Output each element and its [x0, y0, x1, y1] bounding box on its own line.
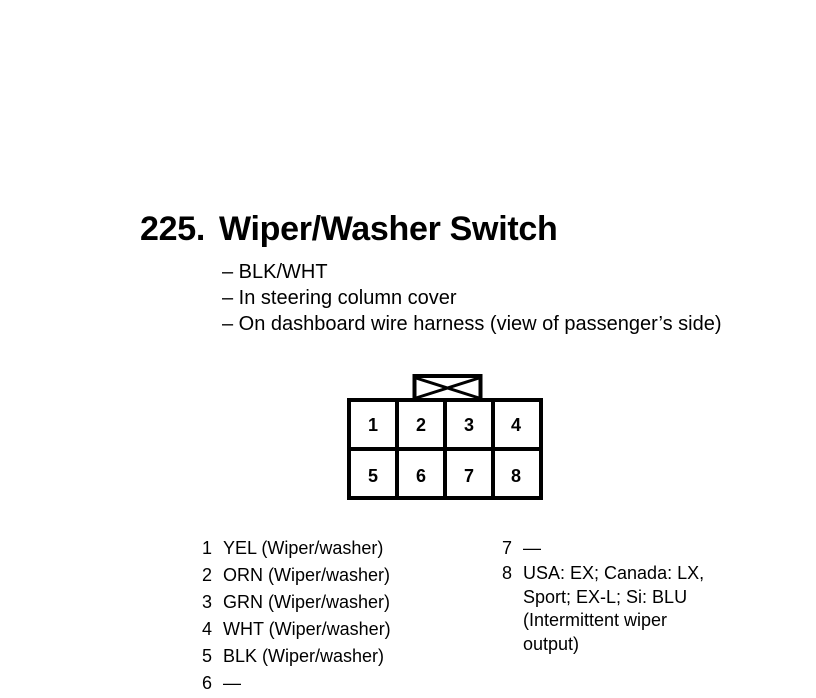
- pin-description: GRN (Wiper/washer): [223, 592, 391, 612]
- cell-8: 8: [511, 466, 521, 486]
- cell-6: 6: [416, 466, 426, 486]
- pin-list-right: 7 — 8 USA: EX; Canada: LX, Sport; EX-L; …: [502, 535, 704, 656]
- pin-row-6: 6 —: [202, 670, 391, 697]
- pin-row-3: 3 GRN (Wiper/washer): [202, 589, 391, 616]
- info-line-location: – In steering column cover: [222, 287, 457, 309]
- pin-description: ORN (Wiper/washer): [223, 565, 391, 585]
- info-line-harness: – On dashboard wire harness (view of pas…: [222, 313, 722, 335]
- pin-description: —: [223, 673, 241, 693]
- pin-row-4: 4 WHT (Wiper/washer): [202, 616, 391, 643]
- cell-1: 1: [368, 415, 378, 435]
- pin-list-left: 1 YEL (Wiper/washer) 2 ORN (Wiper/washer…: [202, 535, 391, 697]
- pin-number: 8: [502, 563, 513, 583]
- pin-row-7: 7 —: [502, 535, 704, 562]
- pin-description: USA: EX; Canada: LX, Sport; EX-L; Si: BL…: [523, 562, 704, 656]
- pin-number: 4: [202, 619, 213, 639]
- connector-diagram: 1 2 3 4 5 6 7 8: [347, 374, 543, 500]
- pin-row-2: 2 ORN (Wiper/washer): [202, 562, 391, 589]
- pin-description-line: output): [523, 633, 580, 654]
- pin-description: YEL (Wiper/washer): [223, 538, 384, 558]
- lock-tab-cross-2: [415, 376, 480, 400]
- info-line-color: – BLK/WHT: [222, 261, 328, 283]
- pin-number: 5: [202, 646, 213, 666]
- section-title: Wiper/Washer Switch: [218, 210, 558, 248]
- pin-description: —: [523, 538, 541, 558]
- cell-4: 4: [511, 415, 521, 435]
- cell-5: 5: [368, 466, 378, 486]
- pin-description: WHT (Wiper/washer): [223, 619, 391, 639]
- pin-number: 6: [202, 673, 213, 693]
- pin-description: BLK (Wiper/washer): [223, 646, 385, 666]
- pin-number: 3: [202, 592, 213, 612]
- pin-row-1: 1 YEL (Wiper/washer): [202, 535, 391, 562]
- section-number: 225.: [140, 210, 205, 248]
- pin-number: 7: [502, 538, 513, 558]
- connector-info: – BLK/WHT – In steering column cover – O…: [222, 259, 722, 337]
- pin-row-5: 5 BLK (Wiper/washer): [202, 643, 391, 670]
- cell-2: 2: [416, 415, 426, 435]
- pin-row-8: 8 USA: EX; Canada: LX, Sport; EX-L; Si: …: [502, 562, 704, 656]
- pin-description-line: USA: EX; Canada: LX,: [523, 563, 705, 583]
- pin-number: 2: [202, 565, 213, 585]
- pin-number: 1: [202, 538, 213, 558]
- cell-3: 3: [464, 415, 474, 435]
- page-title: 225. Wiper/Washer Switch: [140, 210, 558, 249]
- pin-description-line: (Intermittent wiper: [523, 610, 668, 630]
- pin-description-line: Sport; EX-L; Si: BLU: [523, 586, 688, 607]
- cell-7: 7: [464, 466, 474, 486]
